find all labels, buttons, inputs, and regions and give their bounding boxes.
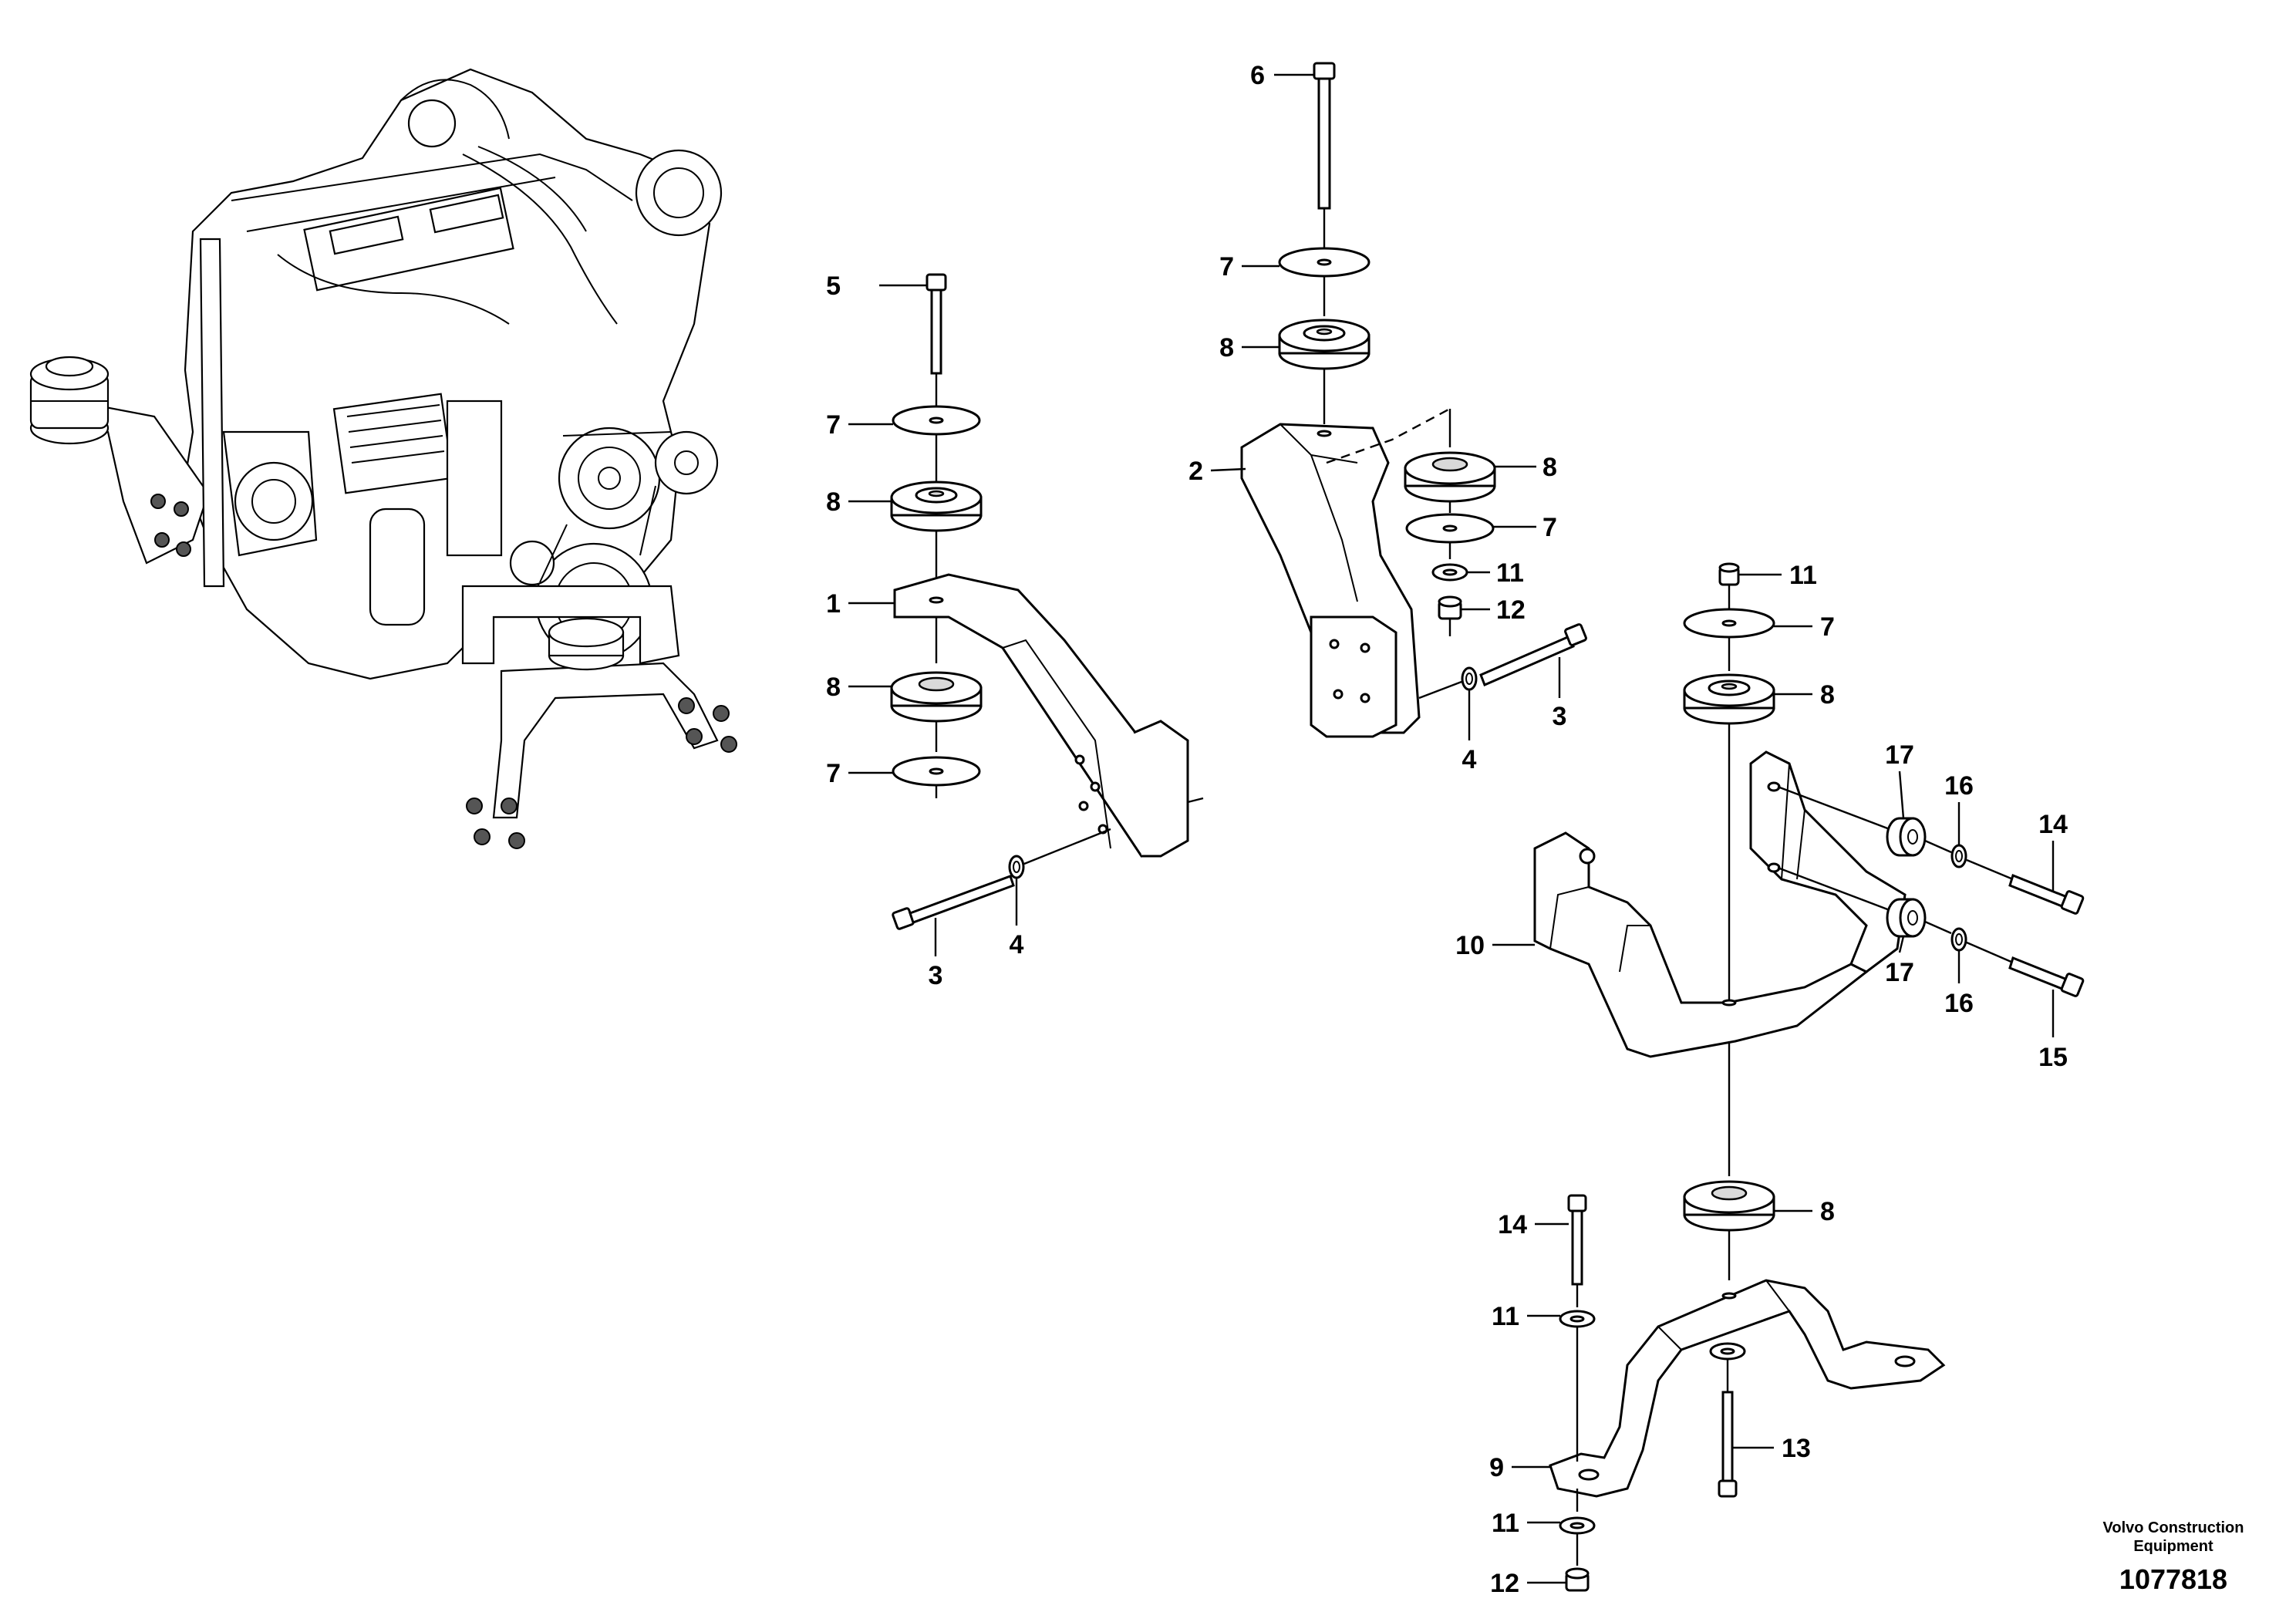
engine-overview-illustration: [29, 68, 737, 849]
callout-1: 1: [826, 589, 841, 619]
callout-3: 3: [1553, 702, 1567, 731]
bolt-6: [1313, 62, 1336, 210]
callout-15: 15: [2038, 1043, 2068, 1072]
rubber-mount-8-bottom: [1683, 1180, 1775, 1232]
bracket-1: [893, 573, 1204, 858]
bolt-15: [2008, 956, 2085, 997]
callout-8: 8: [826, 487, 841, 517]
callout-8: 8: [1219, 333, 1234, 363]
brand-subtitle: Equipment: [2133, 1538, 2213, 1555]
callout-8: 8: [1820, 1197, 1835, 1226]
washer-16-upper: [1950, 844, 1967, 868]
washer-7-top: [1278, 247, 1371, 278]
callout-6: 6: [1250, 61, 1265, 90]
callout-17: 17: [1885, 740, 1914, 770]
leader-lines: [848, 73, 2055, 1584]
callout-14: 14: [2038, 810, 2068, 839]
nut-12-bottom: [1565, 1567, 1590, 1592]
callout-2: 2: [1188, 457, 1203, 486]
callout-10: 10: [1455, 931, 1485, 960]
washer-7-upper: [892, 405, 981, 436]
washer-11-lower-stack: [1559, 1516, 1596, 1535]
bolt-5: [925, 273, 947, 375]
washer-4-right: [1461, 666, 1478, 691]
callout-16: 16: [1944, 989, 1974, 1018]
callout-11: 11: [1789, 561, 1817, 590]
callout-8: 8: [1820, 680, 1835, 710]
rubber-mount-8-side: [1404, 451, 1496, 503]
callout-8: 8: [826, 673, 841, 702]
washer-7-right: [1683, 608, 1775, 639]
bolt-3-right: [1479, 623, 1587, 686]
nut-12-side: [1438, 595, 1462, 620]
bolt-13: [1718, 1391, 1738, 1498]
washer-4-left: [1008, 855, 1025, 879]
nut-11-top: [1718, 562, 1740, 586]
washer-7-lower: [892, 756, 981, 787]
washer-11-side: [1431, 563, 1468, 582]
bolt-14-side: [2008, 874, 2085, 915]
bracket-bolts: [466, 697, 737, 849]
callout-7: 7: [826, 410, 841, 440]
washer-11-upper-stack: [1559, 1310, 1596, 1328]
rubber-mount-8-lower: [890, 671, 983, 723]
callout-3: 3: [929, 961, 943, 990]
callout-14: 14: [1498, 1210, 1527, 1239]
callout-16: 16: [1944, 771, 1974, 801]
bushing-17-lower: [1886, 898, 1927, 938]
assembly-rear-mount: [1240, 62, 1587, 738]
drawing-number: 1077818: [2119, 1563, 2227, 1595]
rubber-mount-8-right: [1683, 673, 1775, 725]
callout-labels: 5 7 8 1 8 7 3 4 6 7 8 2 8 7 11 12 4 3 11…: [826, 61, 2068, 1598]
callout-11: 11: [1496, 558, 1524, 588]
rubber-mount-8-upper: [890, 481, 983, 532]
callout-8: 8: [1542, 453, 1557, 482]
washer-13: [1709, 1342, 1746, 1361]
washer-7-side: [1405, 513, 1495, 544]
assembly-left-mount: [890, 273, 1204, 930]
cradle-bracket-10: [1533, 750, 1907, 1058]
callout-17: 17: [1885, 958, 1914, 987]
callout-7: 7: [826, 759, 841, 788]
rubber-mount-8-top: [1278, 319, 1371, 370]
callout-13: 13: [1782, 1434, 1811, 1463]
callout-11: 11: [1492, 1302, 1519, 1331]
bushing-17-upper: [1886, 817, 1927, 857]
bracket-2: [1240, 423, 1421, 738]
brand-block: Volvo Construction Equipment 1077818: [2103, 1519, 2244, 1595]
bolt-14-bottom: [1567, 1194, 1587, 1286]
bolt-3-left: [892, 875, 1015, 930]
callout-4: 4: [1010, 930, 1024, 959]
callout-4: 4: [1462, 745, 1477, 774]
callout-7: 7: [1542, 513, 1557, 542]
callout-5: 5: [826, 271, 841, 301]
washer-16-lower: [1950, 927, 1967, 952]
brand-name: Volvo Construction: [2103, 1519, 2244, 1536]
callout-9: 9: [1489, 1453, 1504, 1482]
support-bracket-9: [1549, 1279, 1946, 1498]
callout-7: 7: [1219, 252, 1234, 282]
callout-11: 11: [1492, 1509, 1519, 1538]
callout-12: 12: [1496, 595, 1526, 625]
callout-7: 7: [1820, 612, 1835, 642]
callout-12: 12: [1490, 1569, 1519, 1598]
